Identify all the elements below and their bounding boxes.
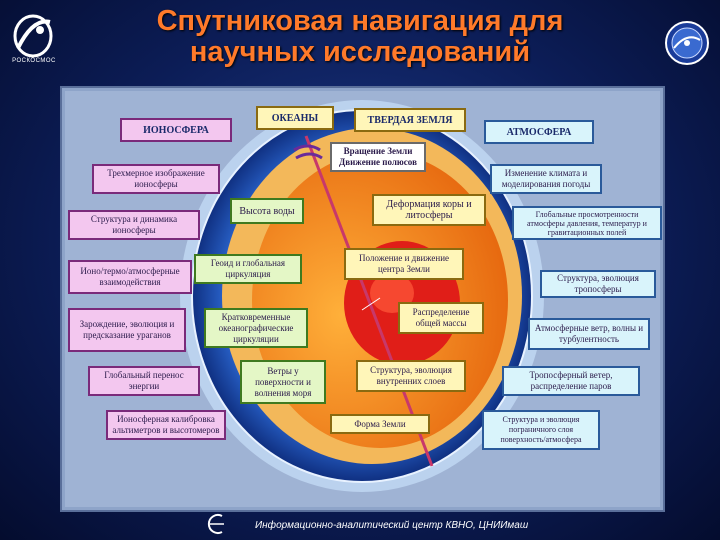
box-struktura-dinamika: Структура и динамика ионосферы [68,210,200,240]
rotation-arrow-icon-2 [295,152,323,160]
rotation-arrow-icon [293,144,321,152]
box-atm-veter: Атмосферные ветр, волны и турбулентность [528,318,650,350]
roscosmos-logo-icon [13,14,53,58]
box-polozhenie: Положение и движение центра Земли [344,248,464,280]
logo-left-caption: РОСКОСМОС [12,58,56,64]
box-trekhmernoe: Трехмерное изображение ионосферы [92,164,220,194]
box-globalnye-prosmotrennosti: Глобальные просмотренности атмосферы дав… [512,206,662,240]
box-deformatsiya: Деформация коры и литосферы [372,194,486,226]
box-vetry: Ветры у поверхности и волнения моря [240,360,326,404]
box-vysota-vody: Высота воды [230,198,304,224]
rotation-axis [304,135,434,467]
box-tverdaya-zemlya: ТВЕРДАЯ ЗЕМЛЯ [354,108,466,132]
box-struktura-troposfery: Структура, эволюция тропосферы [540,270,656,298]
page-title-line2: научных исследований [189,36,531,68]
page-title: Спутниковая навигация для научных исслед… [80,6,640,68]
box-kratkovremennye: Кратковременные океанографические циркул… [204,308,308,348]
box-ionosfera: ИОНОСФЕРА [120,118,232,142]
core-pointer [361,297,381,311]
box-geoid: Геоид и глобальная циркуляция [194,254,302,284]
box-struktura-sloev: Структура, эволюция внутренних слоев [356,360,466,392]
box-pogranichnyi-sloi: Структура и эволюция пограничного слоя п… [482,410,600,450]
box-zarozhdenie: Зарождение, эволюция и предсказание ураг… [68,308,186,352]
box-vrashchenie: Вращение Земли Движение полюсов [330,142,426,172]
page-title-line1: Спутниковая навигация для [156,5,564,37]
box-tropo-veter: Тропосферный ветер, распределение паров [502,366,640,396]
footer-text: Информационно-аналитический центр КВНО, … [255,520,529,531]
footer-logo-icon [207,514,224,534]
box-raspredelenie-massy: Распределение общей массы [398,302,484,334]
glonass-emblem-icon [665,21,709,65]
box-okeany: ОКЕАНЫ [256,106,334,130]
box-atmosfera: АТМОСФЕРА [484,120,594,144]
box-izmenenie-klimata: Изменение климата и моделирования погоды [490,164,602,194]
box-forma-zemli: Форма Земли [330,414,430,434]
box-globalnyi-perenos: Глобальный перенос энергии [88,366,200,396]
box-iono-vzaimodeistviya: Ионо/термо/атмосферные взаимодействия [68,260,192,294]
box-kalibrovka: Ионосферная калибровка альтиметров и выс… [106,410,226,440]
diagram-panel: ИОНОСФЕРА ОКЕАНЫ ТВЕРДАЯ ЗЕМЛЯ АТМОСФЕРА… [60,86,665,512]
